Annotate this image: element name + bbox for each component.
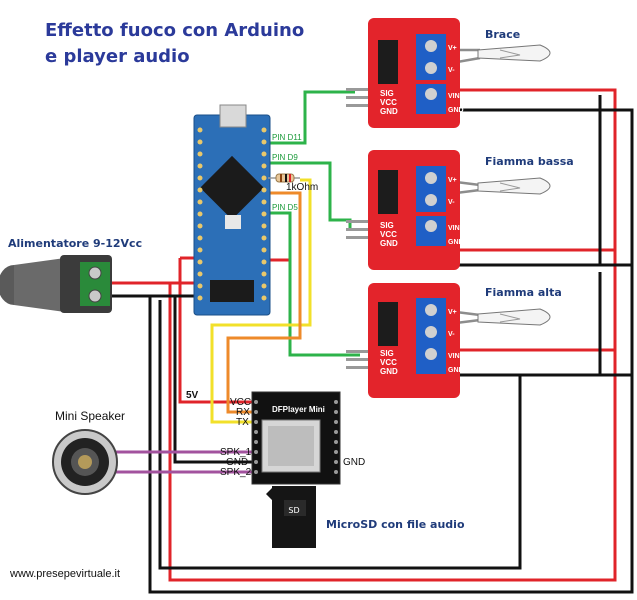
mod1-vin: VIN (448, 93, 460, 100)
mosfet-module-brace (346, 18, 460, 128)
pin-d5-label: PIN D5 (272, 203, 298, 212)
player-spk2-label: SPK_2 (220, 467, 252, 478)
mod2-vcc: VCC (380, 230, 397, 239)
mod2-vminus: V- (448, 199, 455, 206)
pin-d11-label: PIN D11 (272, 133, 302, 142)
mod2-gnd2: GND (448, 239, 464, 246)
speaker-label: Mini Speaker (55, 409, 125, 423)
wire-player-gnd (173, 296, 258, 464)
brace-label: Brace (485, 28, 520, 41)
player-spk1-label: SPK_1 (220, 447, 252, 458)
wire-rx (226, 191, 302, 414)
player-tx-label: TX (236, 417, 249, 428)
wire-d5 (268, 211, 360, 357)
mosfet-module-fiamma-bassa (346, 150, 460, 270)
mod1-gnd2: GND (448, 107, 464, 114)
mod1-vcc: VCC (380, 98, 397, 107)
player-rx-label: RX (236, 407, 250, 418)
speaker-icon (52, 429, 118, 495)
player-vcc-label: VCC (230, 397, 251, 408)
arduino-nano (193, 104, 271, 316)
player-gnd-label: GND (226, 457, 248, 468)
mod1-vminus: V- (448, 67, 455, 74)
resistor-label: 1kOhm (286, 182, 318, 193)
mod1-sig: SIG (380, 89, 394, 98)
mod3-gnd: GND (380, 367, 398, 376)
mosfet-module-fiamma-alta (346, 283, 460, 398)
microsd-label: MicroSD con file audio (326, 518, 465, 531)
lamp-fiamma-alta-icon (477, 308, 551, 326)
lamp-fiamma-bassa-icon (477, 177, 551, 195)
power-label: Alimentatore 9-12Vcc (8, 237, 142, 250)
wire-ground-right-loop (158, 300, 522, 570)
fiamma-bassa-label: Fiamma bassa (485, 155, 574, 168)
dfplayer-module (251, 391, 341, 485)
fiamma-alta-label: Fiamma alta (485, 286, 562, 299)
wire-d11 (268, 90, 355, 145)
mod3-vcc: VCC (380, 358, 397, 367)
dfplayer-name: DFPlayer Mini (272, 405, 325, 414)
resistor (268, 173, 300, 183)
pin-d9-label: PIN D9 (272, 153, 298, 162)
five-v-label: 5V (186, 390, 199, 401)
lamp-brace-icon (477, 44, 551, 62)
mod3-vin: VIN (448, 353, 460, 360)
wire-ground-mod2 (456, 240, 632, 267)
mod1-gnd: GND (380, 107, 398, 116)
mod2-gnd: GND (380, 239, 398, 248)
diagram-title-line1: Effetto fuoco con Arduino (45, 20, 304, 41)
mod3-gnd2: GND (448, 367, 464, 374)
svg-text:SD: SD (288, 506, 299, 515)
wire-power-positive (110, 88, 617, 582)
player-gnd-right-label: GND (343, 457, 365, 468)
microsd-card-icon: SD (266, 486, 316, 548)
wire-ground (110, 108, 634, 594)
mod3-vplus: V+ (448, 309, 457, 316)
wire-tx (210, 178, 312, 424)
mod3-vminus: V- (448, 331, 455, 338)
mod2-vin: VIN (448, 225, 460, 232)
mod2-sig: SIG (380, 221, 394, 230)
website-credit: www.presepevirtuale.it (9, 568, 120, 580)
mod1-vplus: V+ (448, 45, 457, 52)
power-jack (0, 255, 112, 313)
mod2-vplus: V+ (448, 177, 457, 184)
mod3-sig: SIG (380, 349, 394, 358)
diagram-title-line2: e player audio (45, 46, 190, 67)
